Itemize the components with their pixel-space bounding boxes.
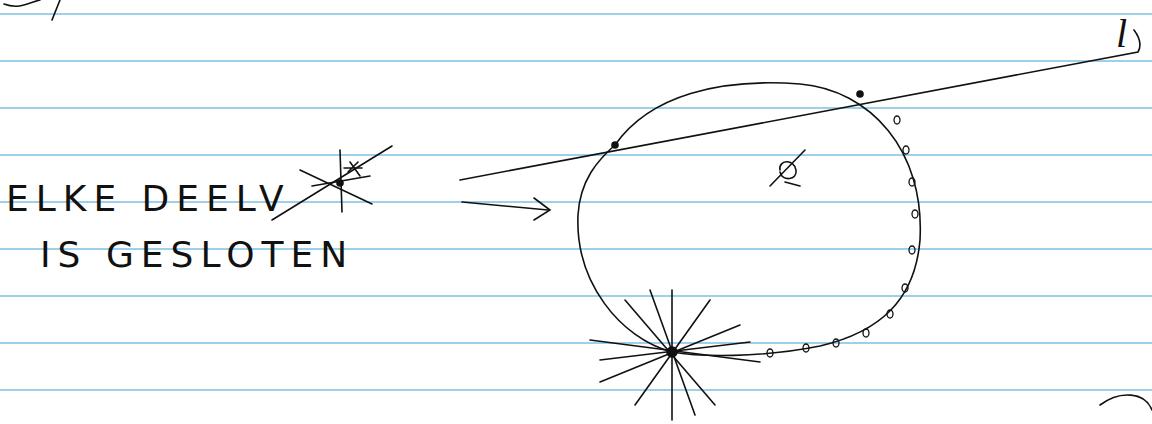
crossed-out-symbol — [770, 150, 805, 186]
intersection-point — [857, 91, 863, 97]
closed-curve — [578, 83, 920, 356]
ruled-lines — [0, 14, 1152, 390]
line-name: l — [1116, 10, 1127, 57]
arrow — [462, 198, 550, 220]
note-text: ELKE DEELV — [6, 178, 291, 219]
line-l — [460, 30, 1140, 180]
pencil-of-lines — [590, 290, 760, 420]
cut-off-scribble — [1100, 395, 1152, 410]
note-text: IS GESLOTEN — [40, 234, 354, 275]
intersection-point — [612, 142, 618, 148]
cut-off-scribble — [4, 0, 60, 20]
small-circles — [767, 116, 918, 357]
